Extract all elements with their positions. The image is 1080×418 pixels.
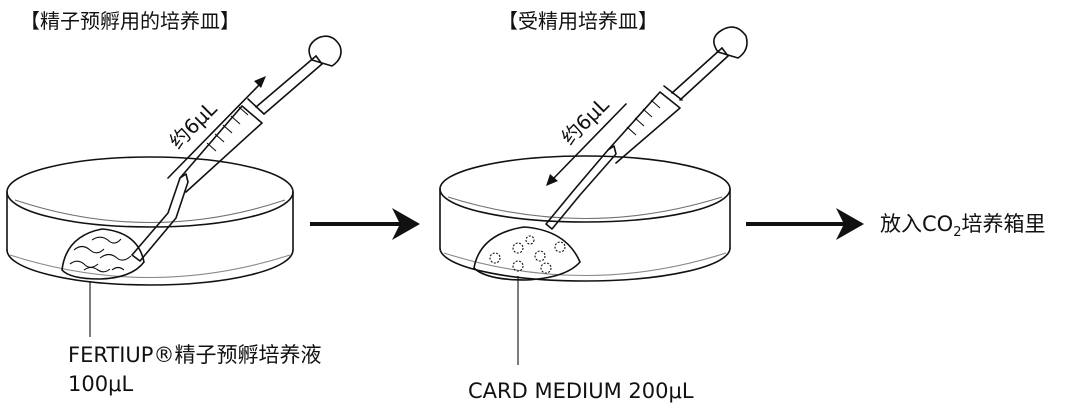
sperm-preincubation-dish bbox=[6, 156, 294, 286]
right-dish-title: 【受精用培养皿】 bbox=[498, 9, 658, 33]
destination-prefix: 放入CO bbox=[880, 212, 953, 236]
left-dish-title: 【精子预孵用的培养皿】 bbox=[20, 9, 240, 33]
right-dispense-arrow bbox=[546, 103, 627, 186]
right-pipette bbox=[545, 26, 748, 230]
left-volume-label: 约6μL bbox=[165, 96, 223, 154]
destination-suffix: 培养箱里 bbox=[961, 212, 1045, 236]
incubator-arrow bbox=[746, 208, 864, 240]
left-pipette bbox=[131, 35, 342, 262]
right-volume-label: 约6μL bbox=[557, 92, 615, 150]
left-aspirate-arrow bbox=[167, 76, 266, 179]
destination-subscript: 2 bbox=[953, 225, 961, 240]
left-medium-label-line2: 100μL bbox=[68, 372, 133, 396]
card-medium-drop bbox=[473, 226, 581, 281]
left-medium-label-line1: FERTIUP®精子预孵培养液 bbox=[68, 343, 321, 367]
transfer-arrow bbox=[310, 208, 420, 240]
fertilization-dish bbox=[439, 155, 731, 282]
destination-label: 放入CO2培养箱里 bbox=[880, 212, 1045, 240]
right-medium-label: CARD MEDIUM 200μL bbox=[468, 379, 694, 403]
sperm-medium-drop bbox=[61, 228, 145, 280]
